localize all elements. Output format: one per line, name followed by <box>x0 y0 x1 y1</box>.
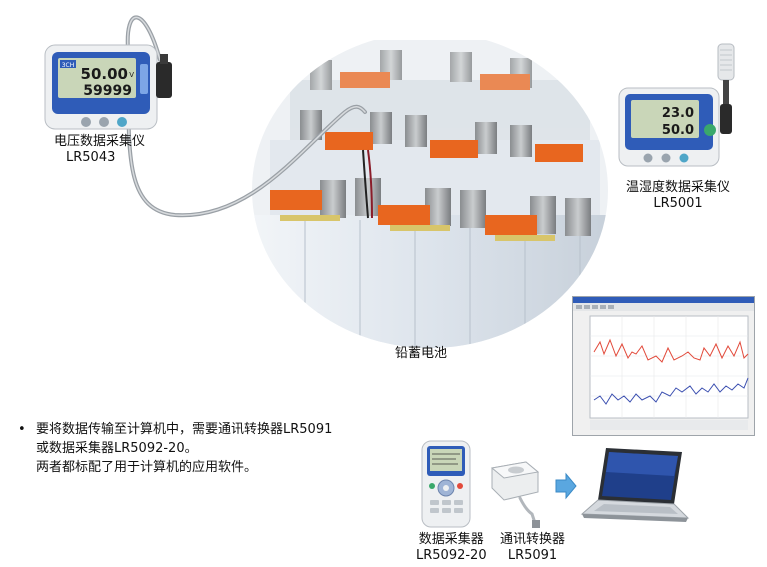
battery-label: 铅蓄电池 <box>395 346 448 361</box>
note-line-3: 两者都标配了用于计算机的应用软件。 <box>36 460 258 475</box>
temp-logger-display-top: 23.0 <box>662 106 694 121</box>
communication-converter-device <box>490 461 540 528</box>
voltage-logger-display-top: 50.00 <box>81 65 128 83</box>
voltage-logger-display-bottom: 59999 <box>83 83 132 99</box>
transfer-arrow-icon <box>555 472 577 500</box>
note-bullet: • <box>18 422 26 437</box>
software-graph-window <box>572 296 755 436</box>
note-line-1: 要将数据传输至计算机中，需要通讯转换器LR5091 <box>36 422 333 437</box>
temp-humidity-logger-device: 23.0 50.0 <box>618 43 735 167</box>
data-collector-device <box>421 440 471 528</box>
temp-logger-model: LR5001 <box>653 196 703 211</box>
graph-trace-red <box>593 338 749 363</box>
temp-logger-display-bottom: 50.0 <box>662 123 694 138</box>
temp-logger-name: 温湿度数据采集仪 <box>626 180 731 195</box>
temp-logger-status-icon <box>704 124 716 136</box>
converter-label: 通讯转换器 LR5091 <box>500 532 565 564</box>
graph-trace-blue <box>593 377 749 405</box>
voltage-logger-display-unit: V <box>129 71 134 79</box>
collector-model: LR5092-20 <box>416 548 487 563</box>
collector-label: 数据采集器 LR5092-20 <box>416 532 487 564</box>
converter-model: LR5091 <box>507 548 558 563</box>
laptop-computer <box>580 448 690 522</box>
transfer-note: • 要将数据传输至计算机中，需要通讯转换器LR5091 或数据采集器LR5092… <box>18 420 332 477</box>
voltage-logger-button-icon <box>81 117 91 127</box>
note-line-2: 或数据采集器LR5092-20。 <box>36 441 198 456</box>
lead-acid-battery-illustration <box>252 40 608 348</box>
voltage-logger-model: LR5043 <box>66 150 116 165</box>
voltage-logger-badge: 3CH <box>62 62 75 69</box>
voltage-logger-name: 电压数据采集仪 <box>54 134 146 149</box>
temp-logger-label: 温湿度数据采集仪 LR5001 <box>626 180 730 212</box>
voltage-logger-device: 3CH 50.00 V 59999 <box>44 44 172 130</box>
collector-name: 数据采集器 <box>418 532 484 547</box>
converter-name: 通讯转换器 <box>500 532 566 547</box>
voltage-logger-label: 电压数据采集仪 LR5043 <box>54 134 145 166</box>
